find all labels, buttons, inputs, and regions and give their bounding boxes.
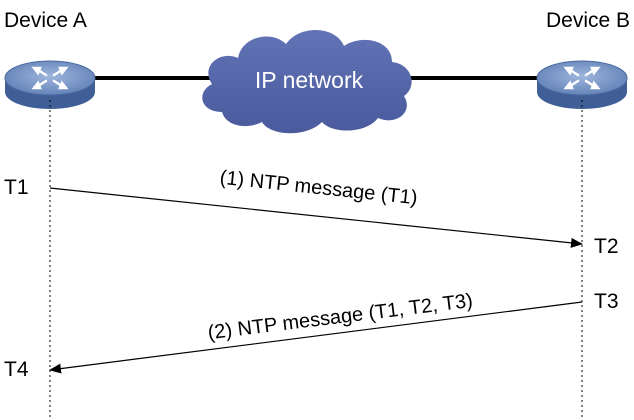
timestamp-t4: T4 <box>4 358 29 381</box>
router-icon <box>536 60 628 109</box>
message-1-arrow <box>49 187 583 248</box>
timestamp-t2: T2 <box>594 235 619 258</box>
device-a-label: Device A <box>4 9 87 32</box>
cloud-icon <box>202 29 412 134</box>
network-label: IP network <box>255 67 364 93</box>
router-icon <box>4 60 96 109</box>
message-2-arrow <box>49 301 583 374</box>
message-2-label: (2) NTP message (T1, T2, T3) <box>207 290 474 344</box>
timestamp-t1: T1 <box>4 176 29 199</box>
device-b-label: Device B <box>546 9 630 32</box>
timestamp-t3: T3 <box>594 290 619 313</box>
message-1-label: (1) NTP message (T1) <box>219 167 419 210</box>
